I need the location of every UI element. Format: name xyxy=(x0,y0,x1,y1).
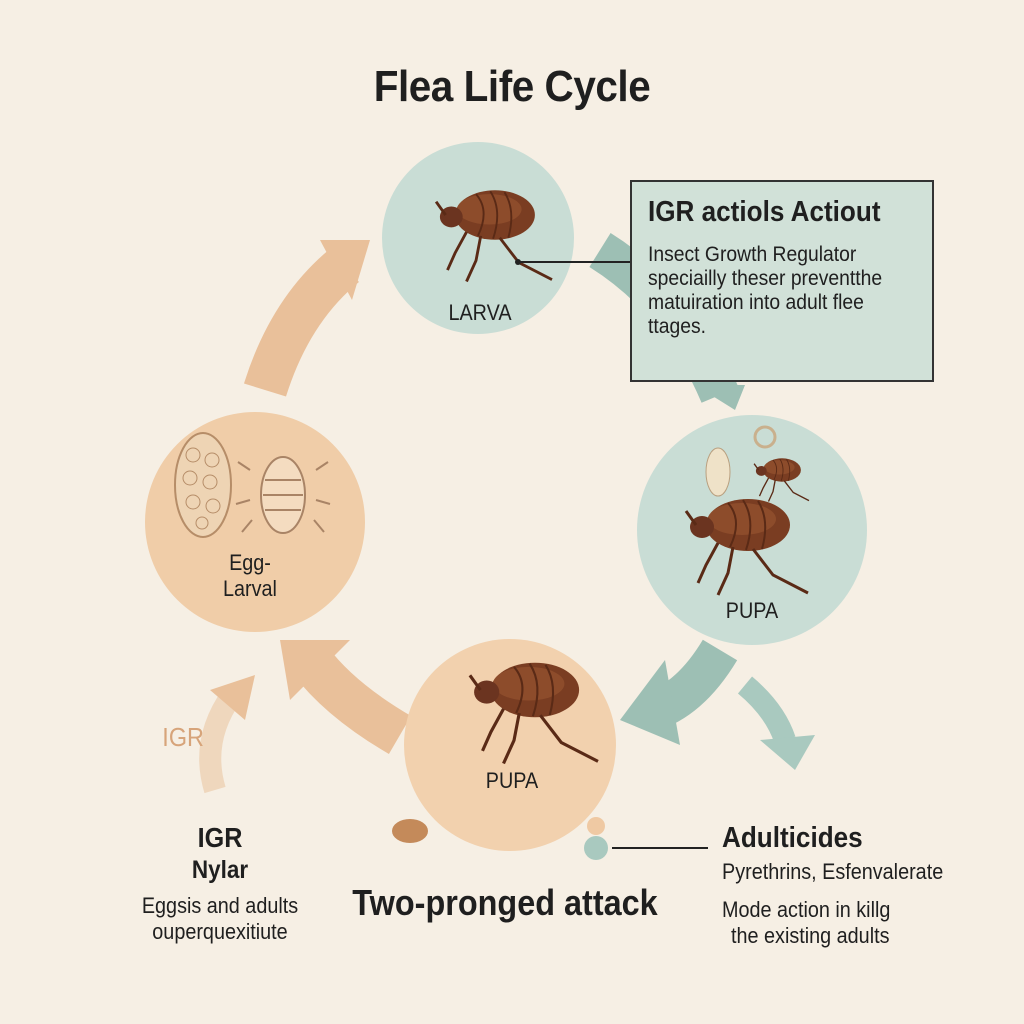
callout-line: Insect Growth Regulator xyxy=(648,243,857,266)
larval-label: Larval xyxy=(223,576,277,601)
cocoon-icon xyxy=(392,425,777,843)
adulticides-title: Adulticides xyxy=(722,822,863,854)
center-caption: Two-pronged attack xyxy=(352,882,658,923)
igr-block: IGR Nylar Eggsis and adults ouperquexiti… xyxy=(108,822,333,945)
cycle-arrow-peach-up xyxy=(244,240,370,397)
igr-line: ouperquexitiute xyxy=(152,919,288,944)
larva-icon xyxy=(235,447,731,534)
adulticides-line: the existing adults xyxy=(731,923,890,948)
callout-line: ttages. xyxy=(648,315,707,338)
adulticides-subtitle: Pyrethrins, Esfenvalerate xyxy=(722,859,944,884)
callout-heading: IGR actiols Actiout xyxy=(648,196,881,228)
stage-label-egg-larval: Egg- Larval xyxy=(196,550,304,602)
callout-line: matuiration into adult flee xyxy=(648,291,864,314)
igr-subtitle: Nylar xyxy=(191,856,249,884)
larva-circle xyxy=(382,142,574,334)
adulticides-line: Mode action in killg xyxy=(722,897,891,922)
teal-dot xyxy=(584,836,608,860)
adulticides-block: Adulticides Pyrethrins, Esfenvalerate Mo… xyxy=(722,822,956,949)
stage-label-larva: LARVA xyxy=(448,300,512,325)
igr-callout-box: IGR actiols Actiout Insect Growth Regula… xyxy=(630,180,934,382)
egg-label: Egg- xyxy=(229,550,271,575)
igr-title: IGR xyxy=(197,822,243,853)
egg-cluster-icon xyxy=(174,432,232,538)
igr-arrow-label: IGR xyxy=(162,722,204,752)
arrow-teal-small xyxy=(737,676,815,770)
cycle-arrow-teal-down xyxy=(620,639,738,745)
stage-label-pupa-bottom: PUPA xyxy=(485,768,539,793)
cycle-arrow-peach-left xyxy=(280,640,412,755)
igr-line: Eggsis and adults xyxy=(141,893,299,918)
peach-dot xyxy=(587,817,605,835)
igr-arrow xyxy=(199,675,255,794)
stage-label-pupa-right: PUPA xyxy=(725,598,779,623)
callout-line: speciailly theser preventthe xyxy=(648,267,883,290)
page-title: Flea Life Cycle xyxy=(373,62,651,111)
